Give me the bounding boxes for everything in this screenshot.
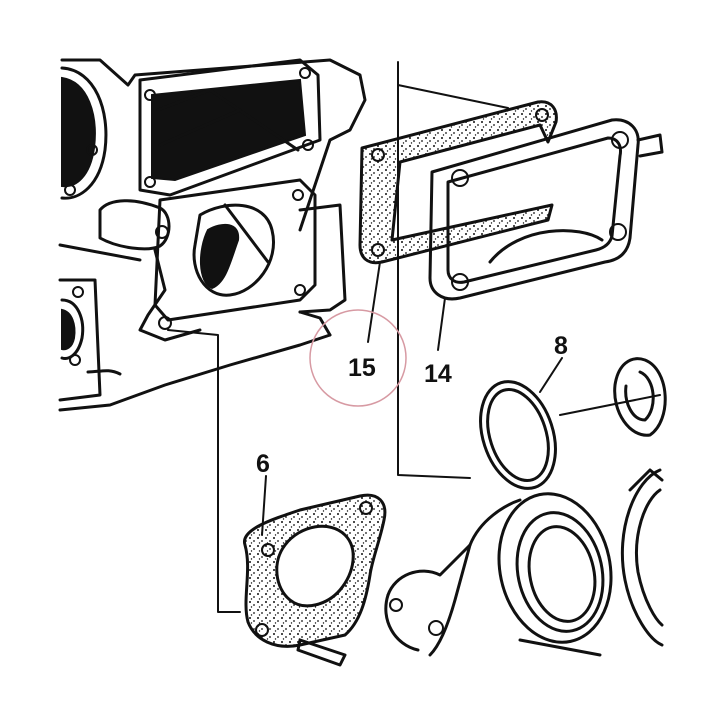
- o-ring-part-8: [479, 380, 557, 490]
- snap-ring: [613, 357, 667, 437]
- leader-lines: [167, 61, 661, 613]
- hose-clamp: [620, 468, 664, 647]
- callout-6: 6: [256, 450, 270, 478]
- cover-plate-part-14: [428, 118, 664, 301]
- engine-block: [58, 58, 367, 412]
- gasket-part-15: [358, 100, 558, 265]
- flange-gasket-part-6: [243, 493, 387, 667]
- callout-8: 8: [554, 332, 568, 360]
- callout-15: 15: [348, 354, 376, 382]
- intake-elbow: [384, 492, 613, 657]
- callout-14: 14: [424, 360, 452, 388]
- highlight-circle: [309, 309, 407, 407]
